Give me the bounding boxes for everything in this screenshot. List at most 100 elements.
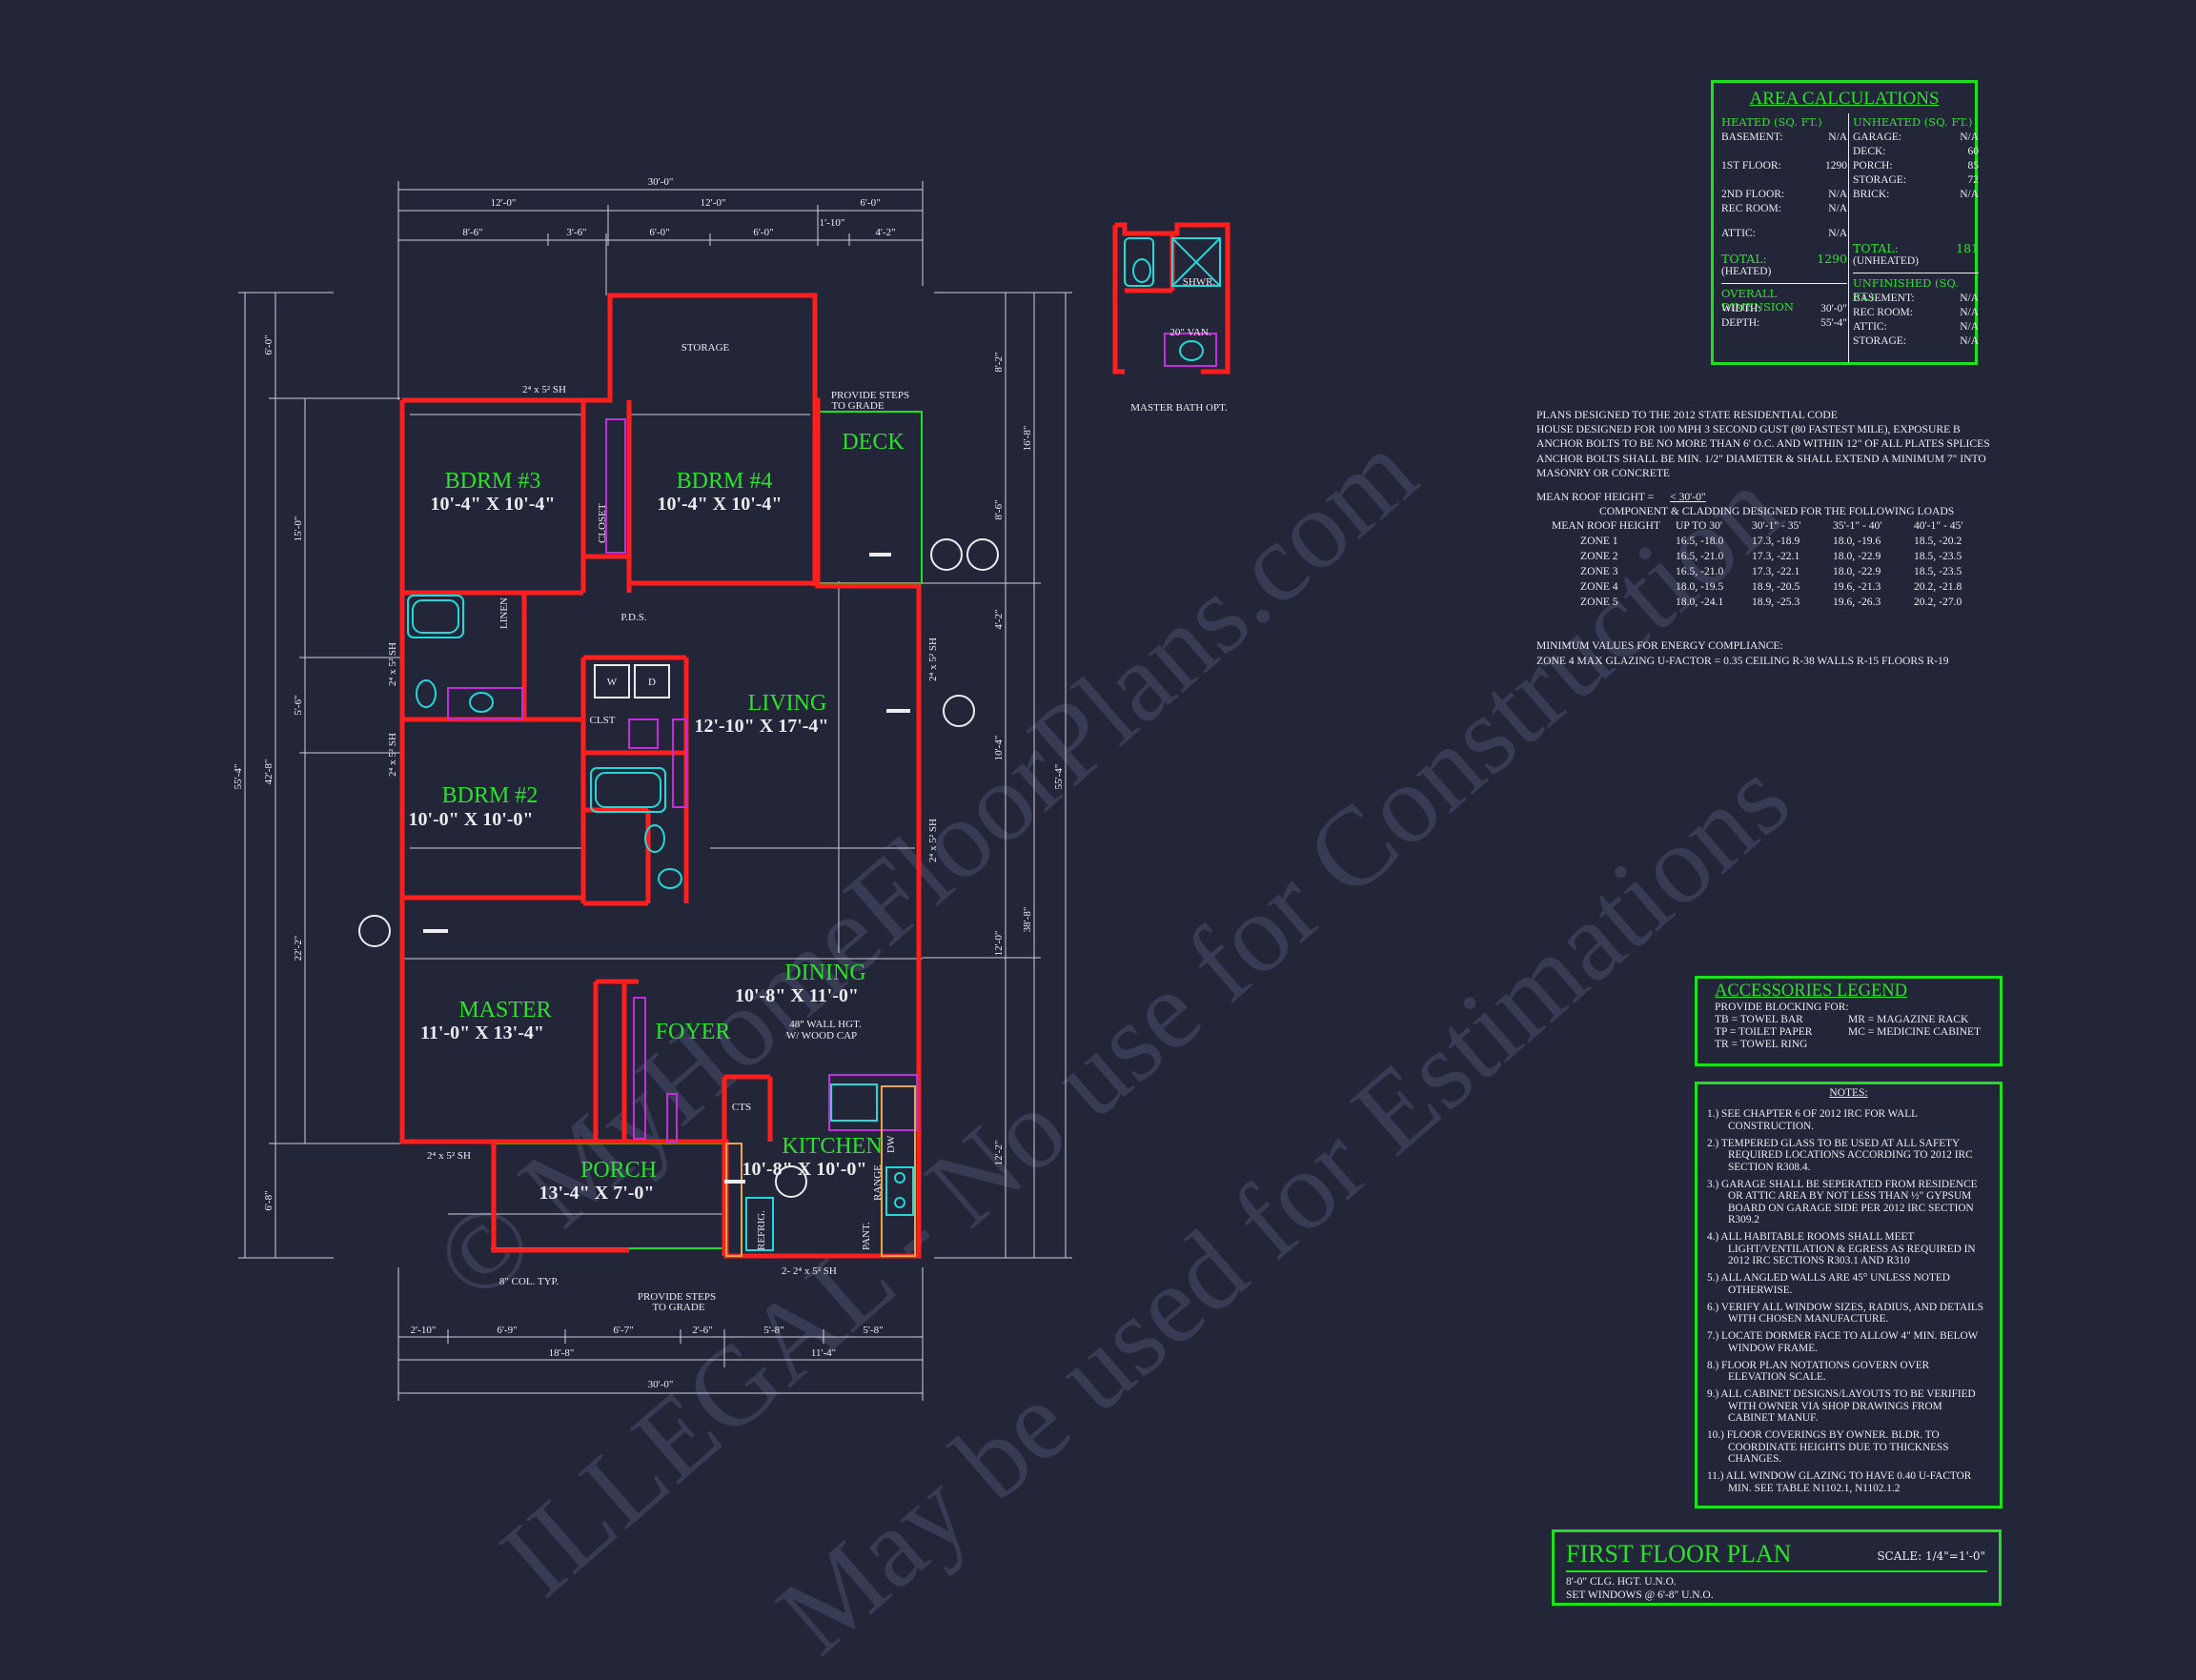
label-dryer: D	[648, 677, 656, 688]
note-item: 8.) FLOOR PLAN NOTATIONS GOVERN OVER ELE…	[1707, 1359, 1930, 1384]
unheated-row: GARAGE:N/A	[1853, 132, 1979, 143]
drawing-scale: SCALE: 1/4"=1'-0"	[1877, 1549, 1985, 1563]
unheated-total: TOTAL:181	[1853, 241, 1979, 255]
note-item: 9.) ALL CABINET DESIGNS/LAYOUTS TO BE VE…	[1707, 1388, 1976, 1424]
heated-header: HEATED (SQ. FT.)	[1721, 115, 1822, 129]
label-shwr: SHWR.	[1183, 276, 1216, 288]
window-tag-6: 2⁴ x 5² SH	[427, 1150, 471, 1162]
unfinished-row: ATTIC:N/A	[1853, 321, 1979, 333]
label-wood-cap: W/ WOOD CAP	[786, 1030, 857, 1042]
label-to-grade-bottom: TO GRADE	[652, 1302, 704, 1313]
dim-top-overall: 30'-0"	[648, 176, 674, 188]
code-line: ANCHOR BOLTS TO BE NO MORE THAN 6' O.C. …	[1536, 437, 1990, 451]
unfinished-row: STORAGE:N/A	[1853, 335, 1979, 347]
label-cts: CTS	[732, 1102, 751, 1113]
room-size-living: 12'-10" X 17'-4"	[694, 716, 828, 737]
label-dw: DW	[885, 1135, 897, 1153]
dim-top-2: 12'-0"	[701, 197, 726, 209]
accessories-items: TB = TOWEL BAR MR = MAGAZINE RACK TP = T…	[1715, 1014, 1982, 1050]
dim-bottom-2: 6'-9"	[497, 1325, 517, 1336]
heated-row: ATTIC:N/A	[1721, 228, 1847, 239]
room-size-bdrm4: 10'-4" X 10'-4"	[657, 494, 782, 515]
note-item: 4.) ALL HABITABLE ROOMS SHALL MEET LIGHT…	[1707, 1231, 1976, 1266]
dim-right-overall: 55'-4"	[1053, 764, 1065, 790]
unheated-header: UNHEATED (SQ. FT.)	[1853, 115, 1973, 129]
heated-row: BASEMENT:N/A	[1721, 132, 1847, 143]
dim-left-overall: 55'-4"	[233, 764, 244, 790]
window-tag-3: 2⁴ x 5² SH	[387, 733, 398, 777]
title-note-2: SET WINDOWS @ 6'-8" U.N.O.	[1566, 1589, 1714, 1601]
room-size-kitchen: 10'-8" X 10'-0"	[742, 1159, 866, 1180]
label-provide-steps-bottom: PROVIDE STEPS	[638, 1291, 716, 1303]
note-item: 11.) ALL WINDOW GLAZING TO HAVE 0.40 U-F…	[1707, 1470, 1972, 1494]
code-line: MASONRY OR CONCRETE	[1536, 466, 1671, 479]
dim-right-4: 4'-2"	[993, 609, 1005, 629]
dim-top-3: 6'-0"	[860, 197, 880, 209]
label-to-grade-top: TO GRADE	[831, 400, 884, 412]
heated-total-note: (HEATED)	[1721, 266, 1772, 277]
unheated-row: BRICK:N/A	[1853, 189, 1979, 200]
dim-top-6: 6'-0"	[649, 227, 669, 238]
dim-bottom-3: 6'-7"	[613, 1325, 633, 1336]
accessories-legend: ACCESSORIES LEGEND PROVIDE BLOCKING FOR:…	[1695, 976, 2003, 1066]
label-wall-hgt: 48" WALL HGT.	[789, 1019, 862, 1030]
dim-left-1: 6'-0"	[263, 334, 274, 354]
code-line: HOUSE DESIGNED FOR 100 MPH 3 SECOND GUST…	[1536, 423, 1961, 436]
dim-top-1: 12'-0"	[491, 197, 517, 209]
unfinished-row: BASEMENT:N/A	[1853, 293, 1979, 304]
dim-right-6: 38'-8"	[1022, 907, 1033, 933]
dim-left-5: 22'-2"	[293, 936, 304, 961]
dim-right-2: 16'-8"	[1022, 426, 1033, 452]
energy-line: ZONE 4 MAX GLAZING U-FACTOR = 0.35 CEILI…	[1536, 654, 1949, 667]
dim-bottom-8: 11'-4"	[811, 1347, 836, 1359]
room-name-foyer: FOYER	[656, 1020, 731, 1044]
window-tag-5: 2⁴ x 5² SH	[927, 819, 939, 862]
notes-title: NOTES:	[1829, 1087, 1868, 1099]
unheated-row: PORCH:85	[1853, 160, 1979, 172]
room-size-bdrm3: 10'-4" X 10'-4"	[430, 494, 555, 515]
label-pant: PANT.	[861, 1222, 872, 1250]
accessories-legend-title: ACCESSORIES LEGEND	[1715, 982, 1907, 1001]
notes-list: 1.) SEE CHAPTER 6 OF 2012 IRC FOR WALL C…	[1707, 1108, 1990, 1494]
room-name-kitchen: KITCHEN	[782, 1134, 882, 1159]
label-clst: CLST	[590, 715, 616, 726]
dim-bottom-7: 18'-8"	[549, 1347, 575, 1359]
dim-bottom-5: 5'-8"	[763, 1325, 783, 1336]
depth-row: DEPTH:55'-4"	[1721, 317, 1847, 329]
code-line: PLANS DESIGNED TO THE 2012 STATE RESIDEN…	[1536, 409, 1838, 421]
dim-bottom-overall: 30'-0"	[648, 1379, 674, 1390]
heated-column: HEATED (SQ. FT.) BASEMENT:N/A 1ST FLOOR:…	[1721, 115, 1847, 331]
window-tag-7: 2- 2⁴ x 5² SH	[782, 1265, 837, 1277]
label-storage: STORAGE	[681, 342, 730, 354]
room-name-bdrm4: BDRM #4	[677, 469, 773, 494]
room-name-deck: DECK	[842, 430, 905, 455]
dim-bottom-4: 2'-6"	[692, 1325, 712, 1336]
label-pds: P.D.S.	[620, 612, 646, 623]
dim-right-3: 8'-6"	[993, 499, 1005, 519]
note-item: 5.) ALL ANGLED WALLS ARE 45° UNLESS NOTE…	[1707, 1272, 1950, 1296]
note-item: 6.) VERIFY ALL WINDOW SIZES, RADIUS, AND…	[1707, 1301, 1984, 1326]
window-tag-4: 2⁴ x 5² SH	[927, 638, 939, 681]
heated-total: TOTAL:1290	[1721, 252, 1847, 266]
room-name-master: MASTER	[458, 998, 551, 1022]
label-linen: LINEN	[498, 597, 510, 629]
notes-panel: NOTES: 1.) SEE CHAPTER 6 OF 2012 IRC FOR…	[1695, 1082, 2003, 1508]
room-size-dining: 10'-8" X 11'-0"	[735, 985, 859, 1006]
room-size-bdrm2: 10'-0" X 10'-0"	[408, 809, 533, 830]
dim-left-2: 42'-8"	[263, 759, 274, 785]
unfinished-header: UNFINISHED (SQ. FT.)	[1853, 276, 1959, 303]
area-calculations-panel: AREA CALCULATIONS HEATED (SQ. FT.) BASEM…	[1711, 80, 1979, 365]
mean-roof-height: MEAN ROOF HEIGHT = < 30'-0"	[1536, 491, 1706, 504]
width-row: WIDTH:30'-0"	[1721, 303, 1847, 314]
heated-row: 1ST FLOOR:1290	[1721, 160, 1847, 172]
room-size-porch: 13'-4" X 7'-0"	[539, 1183, 654, 1204]
heated-row: 2ND FLOOR:N/A	[1721, 189, 1847, 200]
energy-title: MINIMUM VALUES FOR ENERGY COMPLIANCE:	[1536, 639, 1783, 653]
room-size-master: 11'-0" X 13'-4"	[420, 1022, 544, 1043]
unheated-column: UNHEATED (SQ. FT.) GARAGE:N/A DECK:60 PO…	[1853, 115, 1979, 349]
label-master-bath-opt: MASTER BATH OPT.	[1130, 402, 1228, 414]
label-col: 8" COL. TYP.	[499, 1276, 559, 1287]
note-item: 1.) SEE CHAPTER 6 OF 2012 IRC FOR WALL C…	[1707, 1108, 1918, 1132]
accessories-intro: PROVIDE BLOCKING FOR:	[1715, 1002, 1849, 1013]
